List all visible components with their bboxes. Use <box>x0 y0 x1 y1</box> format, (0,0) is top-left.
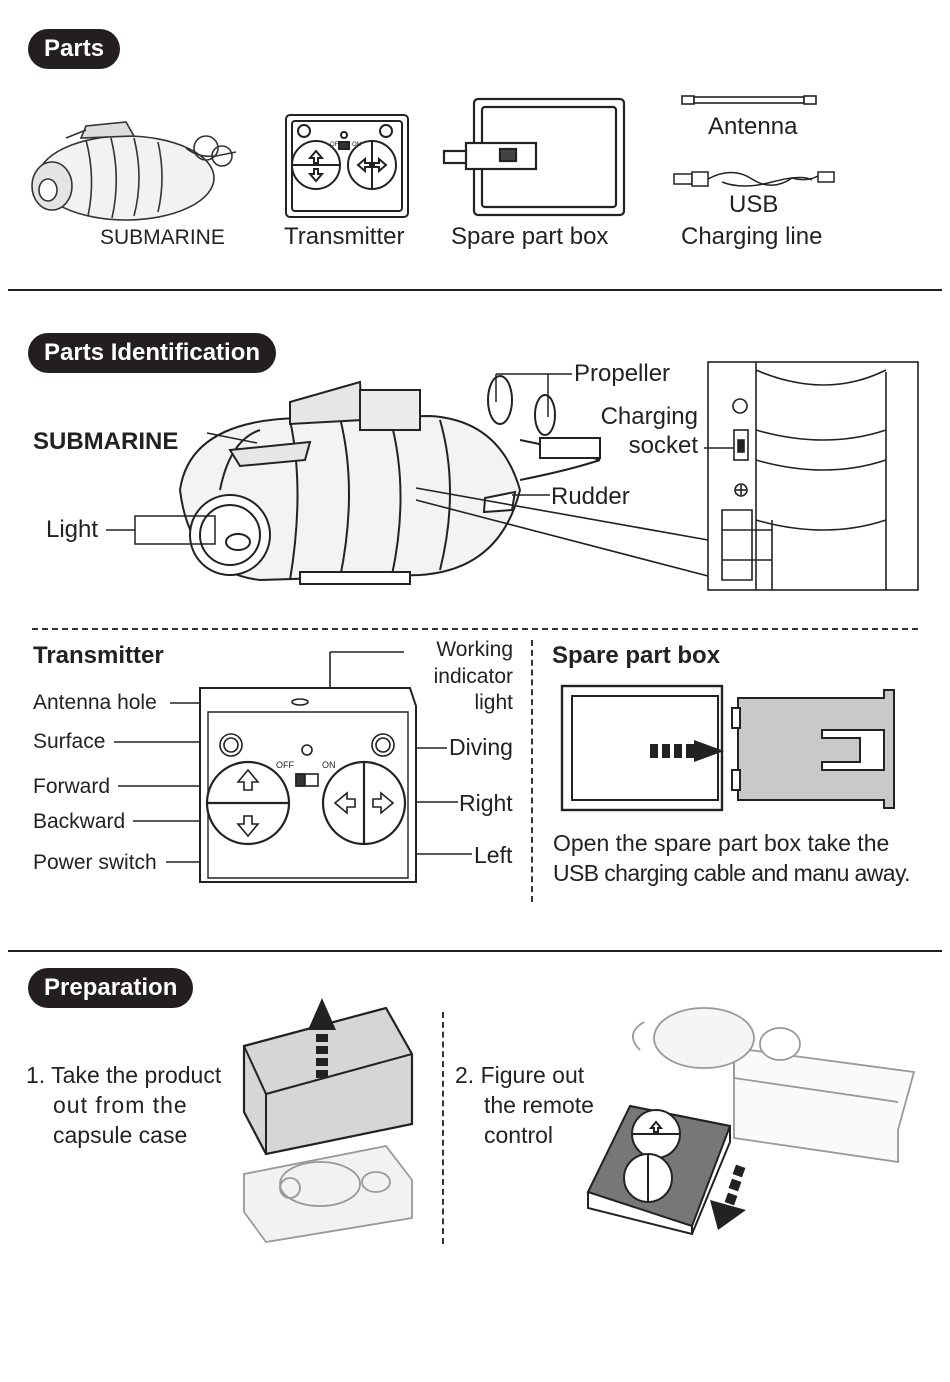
submarine-pointer-line <box>206 432 258 444</box>
step2-line-3: control <box>484 1122 554 1148</box>
switch-off-text: OFF <box>276 760 294 770</box>
spare-box-caption-1: Open the spare part box take the <box>553 830 890 856</box>
light-callout-line <box>106 515 216 545</box>
section-divider <box>8 289 942 291</box>
usb-cable-illustration <box>673 171 835 187</box>
parts-section-title: Parts <box>28 29 121 69</box>
spare-box-heading: Spare part box <box>552 642 721 669</box>
step1-line-1: 1. Take the product <box>26 1062 222 1088</box>
left-label: Left <box>474 842 513 868</box>
preparation-section-title: Preparation <box>28 968 194 1008</box>
dashed-vertical-divider-2 <box>442 1012 444 1244</box>
identification-propeller-label: Propeller <box>574 360 671 387</box>
identification-section-title: Parts Identification <box>28 333 277 373</box>
antenna-hole-label: Antenna hole <box>33 691 157 714</box>
parts-spare-box-label: Spare part box <box>451 223 609 250</box>
transmitter-illustration: OFF ON <box>285 114 409 218</box>
identification-charging-label-1: Charging <box>600 403 698 430</box>
identification-rudder-label: Rudder <box>551 483 630 510</box>
parts-submarine-label: SUBMARINE <box>100 226 225 249</box>
dashed-divider <box>32 628 918 630</box>
surface-label: Surface <box>33 730 106 753</box>
backward-label: Backward <box>33 810 126 833</box>
working-indicator-label-2: indicator <box>433 665 513 688</box>
spare-box-caption-2: USB charging cable and manu away. <box>553 860 911 886</box>
rudder-callout-line <box>512 494 550 496</box>
remote-removal-illustration <box>586 1007 916 1236</box>
identification-light-label: Light <box>46 516 99 543</box>
capsule-case-illustration <box>242 998 414 1243</box>
switch-on-text: ON <box>322 760 336 770</box>
step1-line-3: capsule case <box>53 1122 188 1148</box>
working-indicator-label-1: Working <box>436 638 513 661</box>
identification-charging-label-2: socket <box>628 432 698 459</box>
parts-antenna-label: Antenna <box>708 113 798 140</box>
svg-text:OFF: OFF <box>330 142 342 148</box>
step1-line-2: out from the <box>53 1092 188 1118</box>
parts-transmitter-label: Transmitter <box>284 223 405 250</box>
submarine-illustration <box>31 121 237 221</box>
section-divider-2 <box>8 950 942 952</box>
propeller-callout-line <box>495 373 572 417</box>
diving-label: Diving <box>449 734 513 760</box>
transmitter-heading: Transmitter <box>33 642 164 669</box>
submarine-large-illustration <box>178 375 601 585</box>
antenna-illustration <box>681 95 817 105</box>
parts-usb-label: USB <box>729 191 779 218</box>
parts-charging-line-label: Charging line <box>681 223 823 250</box>
forward-label: Forward <box>33 775 111 798</box>
spare-box-illustration <box>442 97 626 217</box>
step2-line-2: the remote <box>484 1092 594 1118</box>
transmitter-large-illustration: OFF ON <box>114 651 472 883</box>
identification-submarine-heading: SUBMARINE <box>33 428 179 455</box>
working-indicator-label-3: light <box>474 691 513 714</box>
spare-box-large-illustration <box>560 684 895 812</box>
charging-socket-detail <box>415 361 919 591</box>
dashed-vertical-divider <box>531 640 533 902</box>
power-switch-label: Power switch <box>33 851 157 874</box>
right-label: Right <box>459 790 513 816</box>
step2-line-1: 2. Figure out <box>455 1062 585 1088</box>
svg-text:ON: ON <box>352 142 361 148</box>
